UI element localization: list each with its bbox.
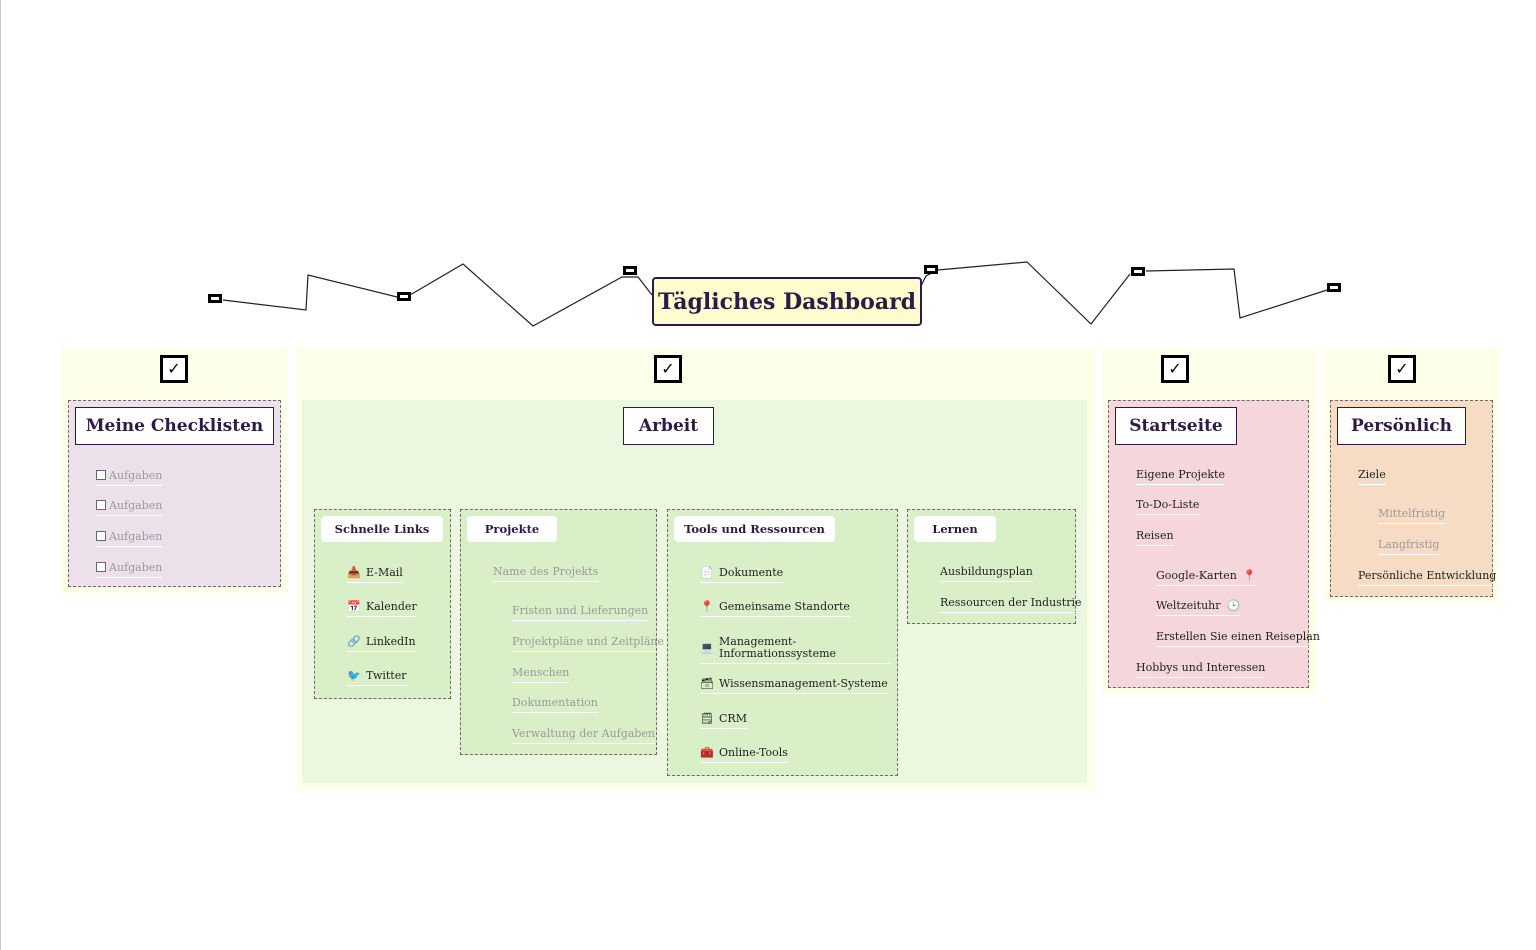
window-left-border [0,0,1,950]
clock-icon: 🕒 [1226,599,1241,612]
link-item-twitter[interactable]: 🐦Twitter [347,669,407,687]
projekte-title[interactable]: Projekte [467,516,557,542]
startseite-title[interactable]: Startseite [1115,407,1237,445]
startseite-card [1108,400,1309,688]
checklist-item[interactable]: Aufgaben [96,499,163,517]
checkbox-icon[interactable] [96,500,106,510]
reisen-item-clock[interactable]: Weltzeituhr🕒 [1156,599,1241,617]
tool-item-online[interactable]: 🧰Online-Tools [700,746,788,764]
connector-node[interactable] [623,266,637,275]
connector-node[interactable] [397,292,411,301]
project-item[interactable]: Projektpläne und Zeitpläne [512,635,665,653]
checklist-item[interactable]: Aufgaben [96,469,163,487]
persoenlich-item[interactable]: Persönliche Entwicklung [1358,569,1497,587]
tool-item-crm[interactable]: 🗒CRM [700,712,747,730]
connector-node[interactable] [924,265,938,274]
persoenlich-title[interactable]: Persönlich [1337,407,1466,445]
bird-icon: 🐦 [347,669,361,682]
arbeit-title[interactable]: Arbeit [623,407,714,445]
connector-node[interactable] [1327,283,1341,292]
connector-node[interactable] [208,294,222,303]
document-icon: 📄 [700,566,714,579]
checkbox-icon[interactable] [96,531,106,541]
ziele-subitem[interactable]: Mittelfristig [1378,507,1446,525]
checklist-item[interactable]: Aufgaben [96,561,163,579]
ziele-item[interactable]: Ziele [1358,468,1386,486]
notepad-icon: 🗒 [700,712,714,725]
checklist-item[interactable]: Aufgaben [96,530,163,548]
startseite-checkbox[interactable]: ✓ [1161,355,1189,383]
arbeit-checkbox[interactable]: ✓ [654,355,682,383]
project-item[interactable]: Menschen [512,666,570,684]
computer-icon: 💻 [700,640,714,654]
tool-item-mis[interactable]: 💻 Management-Informationssysteme [700,636,890,664]
startseite-item[interactable]: Reisen [1136,529,1174,547]
pin-icon: 📍 [700,600,714,613]
tool-item-standorte[interactable]: 📍Gemeinsame Standorte [700,600,850,618]
tool-item-dokumente[interactable]: 📄Dokumente [700,566,784,584]
root-title[interactable]: Tägliches Dashboard [652,277,922,326]
link-item-email[interactable]: 📥E-Mail [347,566,403,584]
project-item[interactable]: Fristen und Lieferungen [512,604,649,622]
persoenlich-checkbox[interactable]: ✓ [1388,355,1416,383]
checkbox-icon[interactable] [96,470,106,480]
tools-card [667,509,898,776]
startseite-item[interactable]: Hobbys und Interessen [1136,661,1266,679]
reisen-item-maps[interactable]: Google-Karten📍 [1156,569,1257,587]
projekte-card [460,509,657,755]
link-item-calendar[interactable]: 📅Kalender [347,600,417,618]
link-item-linkedin[interactable]: 🔗LinkedIn [347,635,416,653]
link-icon: 🔗 [347,635,361,648]
tool-item-wissen[interactable]: 🗃Wissensmanagement-Systeme [700,677,888,695]
checkbox-icon[interactable] [96,562,106,572]
connector-node[interactable] [1131,267,1145,276]
toolbox-icon: 🧰 [700,746,714,759]
tools-title[interactable]: Tools und Ressourcen [674,516,835,542]
startseite-item[interactable]: To-Do-Liste [1136,498,1200,516]
mail-download-icon: 📥 [347,566,361,579]
lernen-item[interactable]: Ausbildungsplan [940,565,1033,583]
lernen-title[interactable]: Lernen [914,516,996,542]
map-pin-icon: 📍 [1242,569,1257,582]
schnelle-links-title[interactable]: Schnelle Links [321,516,443,542]
startseite-item[interactable]: Eigene Projekte [1136,468,1225,486]
lernen-item[interactable]: Ressourcen der Industrie [940,596,1082,614]
checklisten-title[interactable]: Meine Checklisten [75,407,274,445]
project-name[interactable]: Name des Projekts [493,565,599,583]
project-item[interactable]: Dokumentation [512,696,598,714]
card-box-icon: 🗃 [700,677,714,690]
ziele-subitem[interactable]: Langfristig [1378,538,1440,556]
reisen-item-plan[interactable]: Erstellen Sie einen Reiseplan [1156,630,1320,648]
checklisten-checkbox[interactable]: ✓ [160,355,188,383]
calendar-icon: 📅 [347,600,361,613]
project-item[interactable]: Verwaltung der Aufgaben [512,727,655,745]
